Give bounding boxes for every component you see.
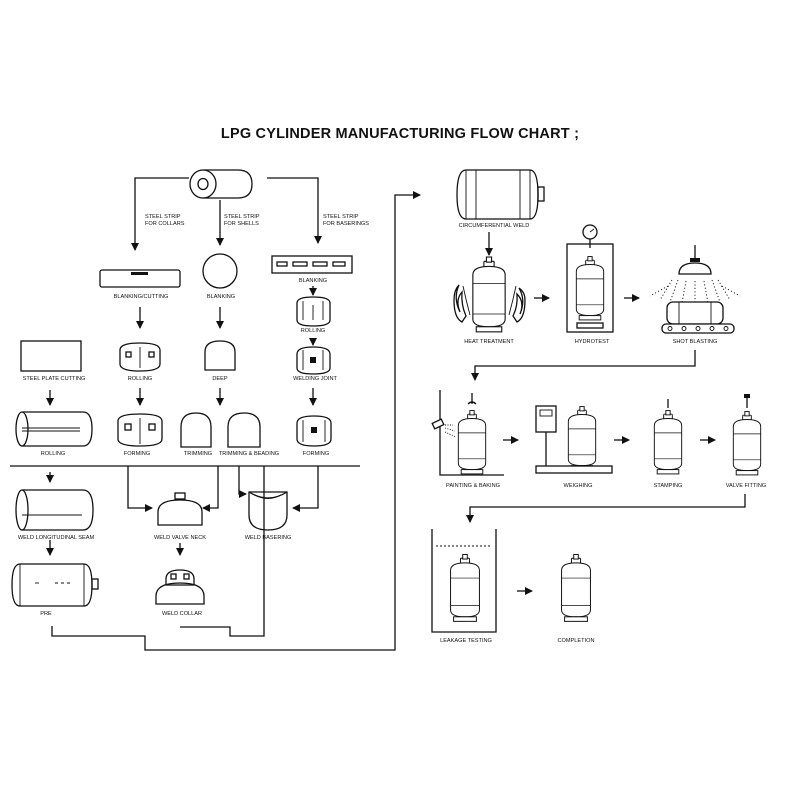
stamping-label: STAMPING	[653, 483, 683, 489]
rolled-collar-icon	[119, 342, 161, 372]
trimmed-shell-icon	[180, 412, 212, 448]
weld-valve-neck-label: WELD VALVE NECK	[153, 535, 207, 541]
shot-blasting-icon	[649, 245, 741, 334]
formed-collar-icon	[117, 413, 163, 447]
steel-plate-cutting-label: STEEL PLATE CUTTING	[22, 376, 86, 382]
weighing-scale-icon	[535, 405, 613, 474]
valve-fitting-icon	[732, 394, 762, 476]
welded-basering-icon	[296, 346, 331, 375]
formed-basering-icon	[296, 415, 332, 447]
welding-joint-label: WELDING JOINT	[293, 376, 337, 382]
forming-collar-label: FORMING	[123, 451, 151, 457]
pre-assembled-cylinder-icon	[11, 563, 99, 607]
stamping-icon	[653, 399, 683, 475]
seam-welded-cylinder-icon	[15, 489, 94, 531]
blanking-shell-label: BLANKING	[206, 294, 236, 300]
leakage-testing-label: LEAKAGE TESTING	[440, 638, 492, 644]
trimming-label: TRIMMING	[183, 451, 213, 457]
basering-shell-icon	[248, 491, 288, 531]
chart-title: LPG CYLINDER MANUFACTURING FLOW CHART ;	[220, 126, 580, 142]
weighing-label: WEIGHING	[563, 483, 593, 489]
circumferential-weld-label: CIRCUMFERENTIAL WELD	[458, 223, 530, 229]
deep-drawn-shell-icon	[204, 340, 236, 371]
steel-coil-icon	[189, 169, 253, 199]
beaded-shell-icon	[227, 412, 261, 448]
rolling-collar-label: ROLLING	[127, 376, 153, 382]
blanking-base-label: BLANKING	[298, 278, 328, 284]
heat-treatment-label: HEAT TREATMENT	[464, 339, 514, 345]
circumferential-weld-cylinder-icon	[456, 169, 545, 220]
deep-label: DEEP	[212, 376, 228, 382]
painting-baking-icon	[431, 390, 504, 476]
forming-base-label: FORMING	[302, 451, 330, 457]
hydrotest-icon	[566, 224, 614, 333]
steel-plate-icon	[20, 340, 82, 372]
weld-collar-label: WELD COLLAR	[161, 611, 203, 617]
rolling-base-label: ROLLING	[300, 328, 326, 334]
collar-blank-icon	[99, 269, 181, 288]
hydrotest-label: HYDROTEST	[574, 339, 610, 345]
heat-treatment-icon	[453, 256, 526, 333]
arrow-to-baserings	[267, 177, 322, 244]
valve-neck-shell-icon	[157, 492, 203, 526]
painting-baking-label: PAINTING & BAKING	[446, 483, 500, 489]
leakage-testing-tank-icon	[431, 529, 497, 633]
trimming-beading-label: TRIMMING & BEADING	[218, 451, 280, 457]
weld-basering-label: WELD BASERING	[244, 535, 292, 541]
arrow-to-collars	[131, 177, 189, 251]
pre-label: PRE	[40, 611, 52, 617]
shot-blasting-label: SHOT BLASTING	[672, 339, 718, 345]
completion-label: COMPLETION	[557, 638, 595, 644]
shell-disc-icon	[202, 253, 238, 289]
completed-cylinder-icon	[561, 553, 591, 622]
blanking-cutting-label: BLANKING/CUTTING	[113, 294, 169, 300]
basering-strip-icon	[271, 255, 353, 274]
collar-welded-shell-icon	[155, 569, 205, 605]
rolled-plate-icon	[15, 411, 93, 447]
rolling-plate-label: ROLLING	[40, 451, 66, 457]
rolled-basering-icon	[296, 296, 331, 327]
weld-longitudinal-seam-label: WELD LONGITUDINAL SEAM	[17, 535, 95, 541]
valve-fitting-label: VALVE FITTING	[725, 483, 767, 489]
